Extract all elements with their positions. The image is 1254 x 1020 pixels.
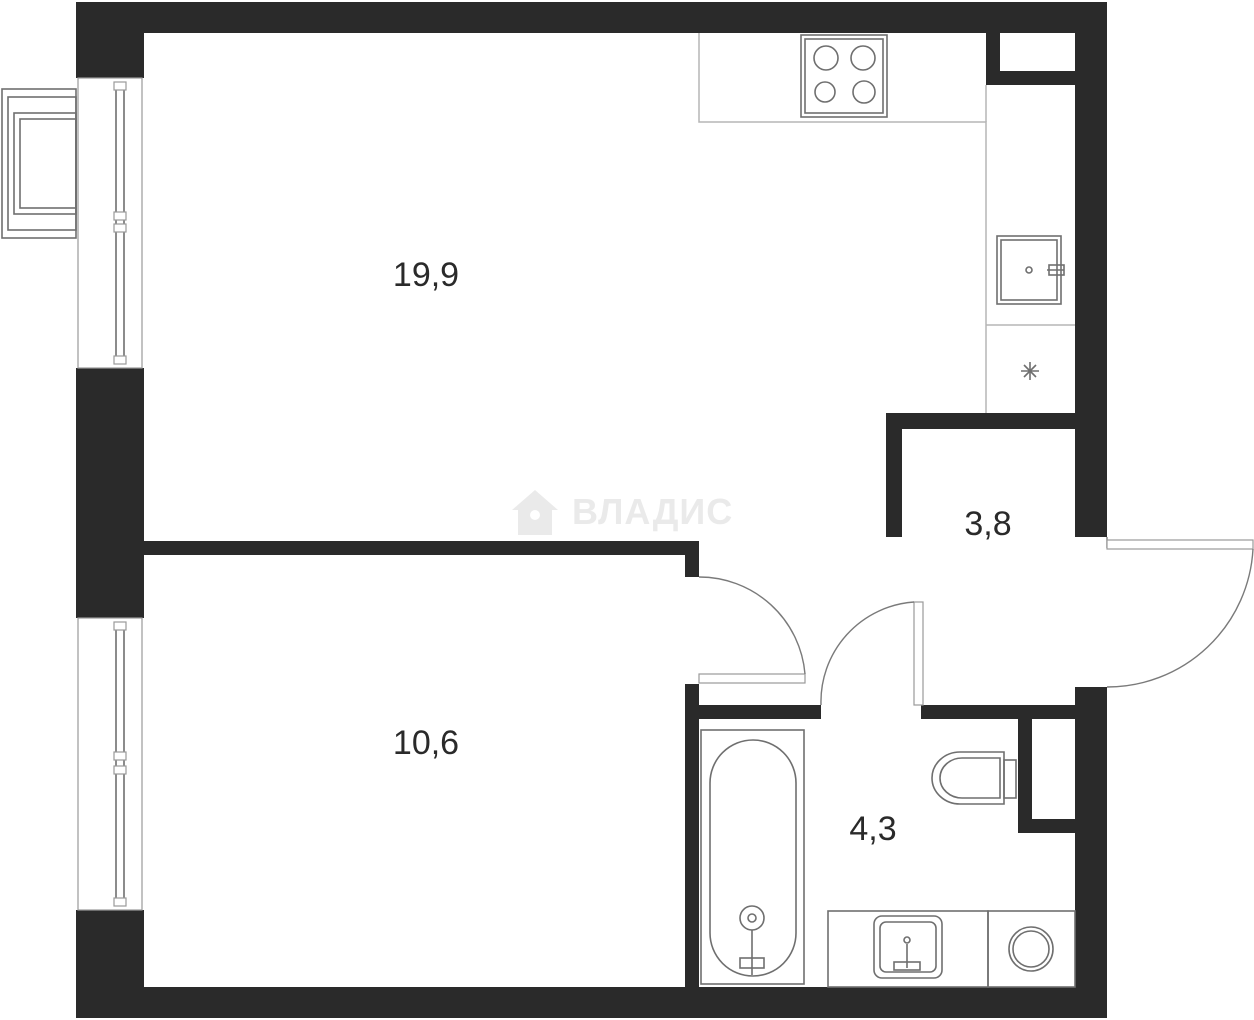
living-kitchen-area-label: 19,9 xyxy=(393,256,459,294)
fridge-icon xyxy=(1021,362,1039,380)
watermark: ВЛАДИС xyxy=(512,490,733,535)
window-upper xyxy=(77,77,143,369)
interior-walls xyxy=(144,33,1075,987)
washing-machine-icon xyxy=(987,910,1076,988)
bathtub-icon xyxy=(700,729,805,985)
watermark-text: ВЛАДИС xyxy=(572,491,733,532)
exterior-walls xyxy=(76,2,1107,1018)
window-lower xyxy=(77,617,143,911)
hallway-area-label: 3,8 xyxy=(964,505,1011,543)
toilet-icon xyxy=(931,751,1017,805)
bedroom-door xyxy=(698,576,806,684)
stove-icon xyxy=(800,34,888,118)
entrance-door xyxy=(1106,537,1254,688)
kitchen-counter xyxy=(698,33,987,413)
kitchen-sink-icon xyxy=(996,235,1065,305)
bathroom-door xyxy=(820,601,924,706)
balcony-ac-unit xyxy=(1,88,77,239)
washbasin-icon xyxy=(827,910,989,988)
bedroom-area-label: 10,6 xyxy=(393,724,459,762)
bathroom-area-label: 4,3 xyxy=(849,810,896,848)
